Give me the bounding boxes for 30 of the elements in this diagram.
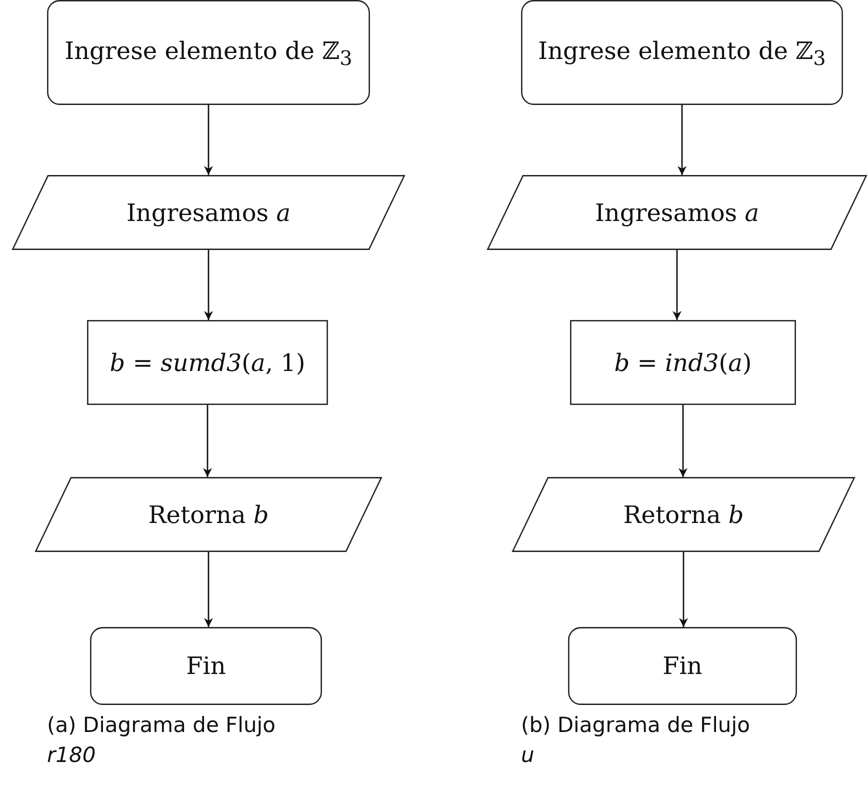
figure-caption: (b) Diagrama de Flujo u xyxy=(521,712,751,770)
arrow xyxy=(204,552,213,627)
node-text: Fin xyxy=(185,651,227,682)
arrow xyxy=(204,105,213,175)
node-text: Ingrese elemento de ℤ$_{3}$ xyxy=(64,36,354,72)
data-parallelogram xyxy=(487,175,867,250)
node-text: Ingresamos a xyxy=(594,198,760,228)
arrow xyxy=(204,250,213,320)
process-box xyxy=(570,320,796,405)
node-text: Fin xyxy=(662,651,704,682)
node-text: Ingresamos a xyxy=(125,198,292,228)
node-text: b = sumd3(a, 1) xyxy=(108,348,306,378)
terminal-box xyxy=(47,0,370,105)
arrow xyxy=(678,105,686,175)
data-parallelogram xyxy=(512,477,855,552)
data-parallelogram xyxy=(12,175,405,250)
arrow xyxy=(672,250,682,320)
terminal-box xyxy=(521,0,843,105)
data-parallelogram xyxy=(35,477,382,552)
node-text: Retorna b xyxy=(147,500,270,530)
process-box xyxy=(87,320,328,405)
terminal-box xyxy=(90,627,322,705)
node-text: Retorna b xyxy=(622,500,745,530)
arrow xyxy=(203,405,212,477)
figure-caption: (a) Diagrama de Flujo r180 xyxy=(47,712,276,770)
arrow xyxy=(678,405,688,477)
node-text: Ingrese elemento de ℤ$_{3}$ xyxy=(537,36,827,72)
arrow xyxy=(679,552,688,627)
terminal-box xyxy=(568,627,797,705)
node-text: b = ind3(a) xyxy=(613,348,753,378)
